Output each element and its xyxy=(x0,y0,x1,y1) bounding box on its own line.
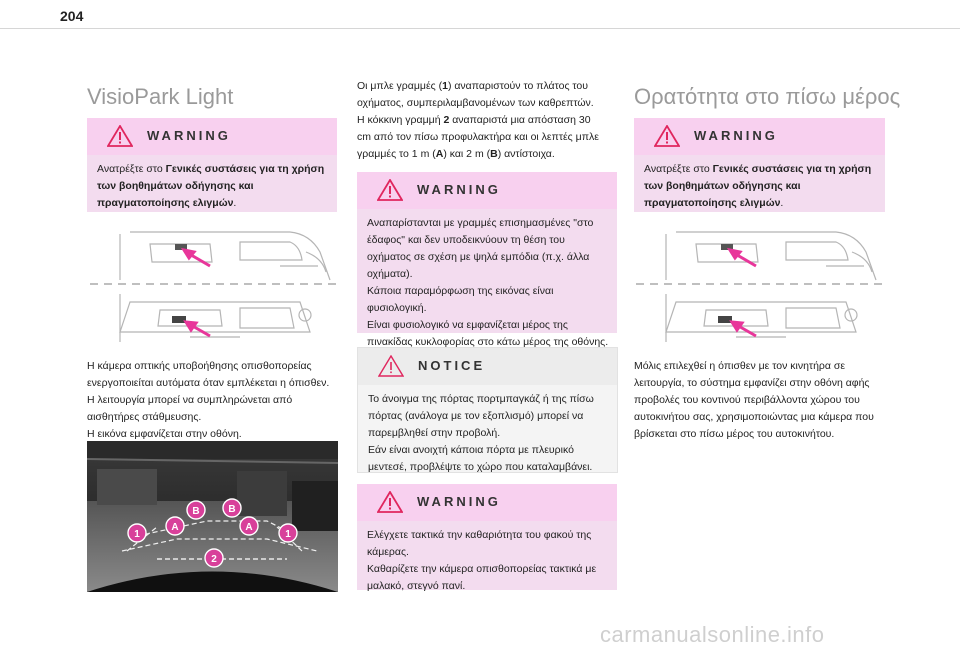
photo-marker-a-left: A xyxy=(171,522,178,533)
warning-triangle-icon xyxy=(654,125,680,147)
vehicle-rear-camera-illustration-2 xyxy=(636,231,886,342)
warning-text: Ελέγχετε τακτικά την καθαριότητα του φακ… xyxy=(367,529,597,592)
header-rule xyxy=(0,28,960,29)
notice-header: NOTICE xyxy=(358,348,617,385)
warning-box-visiopark: WARNING Ανατρέξτε στο Γενικές συστάσεις … xyxy=(87,118,337,212)
page-number: 204 xyxy=(60,8,84,24)
warning-box-lens-cleaning: WARNING Ελέγχετε τακτικά την καθαριότητα… xyxy=(357,484,617,592)
section-heading-visiopark: VisioPark Light xyxy=(87,84,234,109)
photo-marker-b-left: B xyxy=(192,506,199,517)
warning-box-rear-visibility: WARNING Ανατρέξτε στο Γενικές συστάσεις … xyxy=(634,118,885,212)
warning-triangle-icon xyxy=(377,179,403,201)
warning-text: Ανατρέξτε στο Γενικές συστάσεις για τη χ… xyxy=(97,163,325,209)
notice-box-doors: NOTICE Το άνοιγμα της πόρτας πορτμπαγκάζ… xyxy=(357,347,618,473)
warning-triangle-icon xyxy=(107,125,133,147)
warning-title: WARNING xyxy=(417,182,501,197)
warning-box-ground-lines: WARNING Αναπαρίστανται με γραμμές επισημ… xyxy=(357,172,617,348)
warning-title: WARNING xyxy=(147,128,231,143)
warning-title: WARNING xyxy=(417,494,501,509)
watermark: carmanualsonline.info xyxy=(600,622,825,647)
paragraph-visiopark-description: Η κάμερα οπτικής υποβοήθησης οπισθοπορεί… xyxy=(87,360,330,440)
warning-header: WARNING xyxy=(357,172,617,209)
section-heading-rear-visibility: Ορατότητα στο πίσω μέρος xyxy=(634,84,901,109)
warning-header: WARNING xyxy=(634,118,885,155)
warning-title: WARNING xyxy=(694,128,778,143)
warning-text: Ανατρέξτε στο Γενικές συστάσεις για τη χ… xyxy=(644,163,872,209)
paragraph-rear-visibility: Μόλις επιλεχθεί η όπισθεν με τον κινητήρ… xyxy=(634,360,874,440)
warning-header: WARNING xyxy=(87,118,337,155)
warning-header: WARNING xyxy=(357,484,617,521)
photo-marker-1-left: 1 xyxy=(134,529,140,540)
photo-marker-b-right: B xyxy=(228,504,235,515)
photo-marker-a-right: A xyxy=(245,522,252,533)
warning-triangle-icon xyxy=(377,491,403,513)
camera-view-photo: 1 A B B A 1 2 xyxy=(87,441,338,592)
paragraph-guide-lines: Οι μπλε γραμμές (1) αναπαριστούν το πλάτ… xyxy=(357,80,599,160)
notice-triangle-icon xyxy=(378,355,404,377)
vehicle-rear-camera-illustration xyxy=(90,231,340,342)
photo-marker-1-right: 1 xyxy=(285,529,291,540)
notice-text: Το άνοιγμα της πόρτας πορτμπαγκάζ ή της … xyxy=(368,393,594,473)
camera-view-image: 1 A B B A 1 2 xyxy=(87,441,338,592)
notice-title: NOTICE xyxy=(418,358,486,373)
warning-text: Αναπαρίστανται με γραμμές επισημασμένες … xyxy=(367,217,609,348)
photo-marker-2: 2 xyxy=(211,554,217,565)
